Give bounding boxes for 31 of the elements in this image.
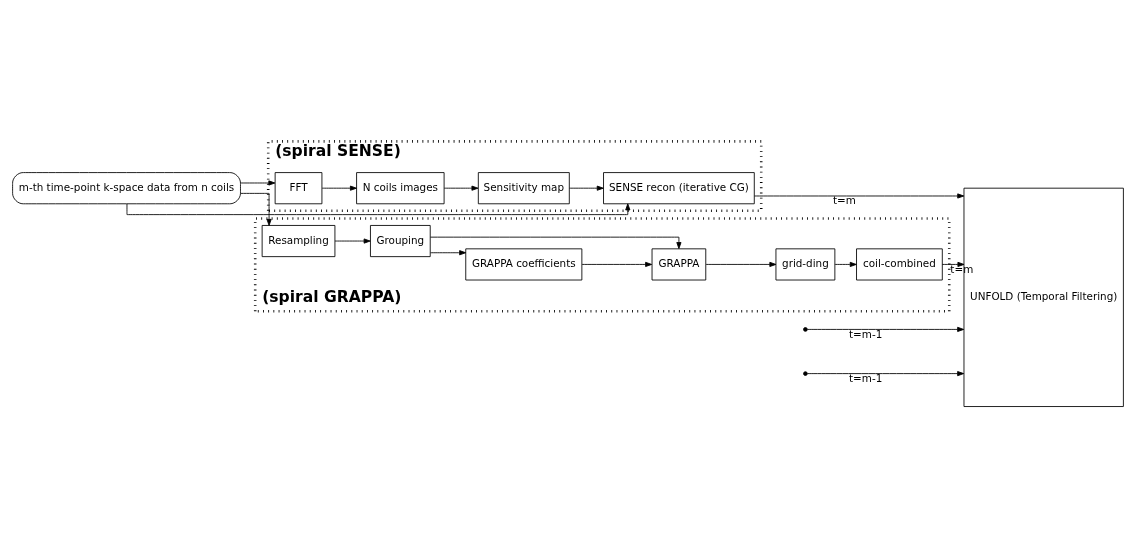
arrow: [569, 185, 604, 191]
edge-label: t=m-1: [849, 327, 883, 340]
arrow: [240, 180, 276, 186]
edge-label: t=m: [832, 194, 856, 207]
arrow: [334, 238, 371, 244]
arrow: [754, 193, 965, 199]
node-box: grid-ding: [775, 248, 836, 281]
node-box: Grouping: [370, 225, 431, 258]
arrow: [807, 371, 965, 377]
node-box: GRAPPA: [651, 248, 707, 281]
node-box: coil-combined: [856, 248, 943, 281]
arrow: [941, 261, 965, 267]
arrow: [443, 185, 479, 191]
arrow: [429, 236, 682, 249]
arrow: [807, 326, 965, 332]
edge-label: t=m-1: [849, 371, 883, 384]
arrow: [321, 185, 357, 191]
node-box: m-th time-point k-space data from n coils: [12, 172, 241, 205]
arrow: [705, 261, 777, 267]
node-box: N coils images: [356, 172, 445, 205]
arrow: [126, 203, 631, 216]
node-box: Sensitivity map: [477, 172, 570, 205]
arrow: [430, 250, 467, 256]
edge-label: t=m: [950, 262, 974, 275]
node-box: Resampling: [261, 225, 336, 258]
arrow: [581, 261, 653, 267]
arrow: [834, 261, 857, 267]
node-box: FFT: [274, 172, 323, 205]
arrow: [240, 192, 272, 226]
node-box: SENSE recon (iterative CG): [603, 172, 755, 205]
node-box: GRAPPA coefficients: [465, 248, 583, 281]
